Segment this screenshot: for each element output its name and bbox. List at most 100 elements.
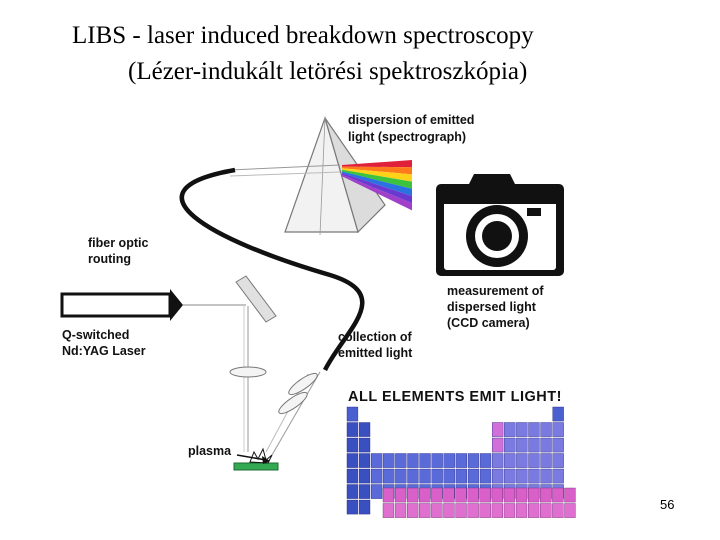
element-cell xyxy=(479,453,492,468)
element-cell xyxy=(371,453,383,468)
element-cell xyxy=(467,453,480,468)
label-fiber-line1: fiber optic xyxy=(88,236,148,250)
element-cell xyxy=(383,453,395,468)
spectrum-rays xyxy=(342,160,412,211)
element-cell xyxy=(504,422,516,437)
element-cell xyxy=(503,503,516,518)
element-cell xyxy=(492,468,504,484)
mirror-icon xyxy=(235,275,277,323)
spectrum-band xyxy=(342,171,412,196)
element-cell xyxy=(492,453,504,468)
element-cell xyxy=(564,503,576,518)
label-laser-line2: Nd:YAG Laser xyxy=(62,344,146,358)
element-cell xyxy=(358,437,371,453)
periodic-table xyxy=(346,406,576,518)
element-cell xyxy=(455,468,467,484)
element-cell xyxy=(382,487,395,503)
element-cell xyxy=(407,453,419,468)
element-cell xyxy=(431,453,443,468)
element-cell xyxy=(346,453,359,468)
element-cell xyxy=(382,503,395,518)
element-cell xyxy=(467,468,480,484)
element-cell xyxy=(503,487,516,503)
element-cell xyxy=(516,453,528,468)
slide-title-line1: LIBS - laser induced breakdown spectrosc… xyxy=(72,22,534,49)
element-cell xyxy=(383,468,395,484)
element-cell xyxy=(346,437,359,453)
spectrum-band xyxy=(342,160,412,168)
spectrum-band xyxy=(342,174,412,211)
element-cell xyxy=(443,487,455,503)
element-cell xyxy=(358,453,371,468)
element-cell xyxy=(358,484,371,499)
element-cell xyxy=(407,468,419,484)
label-collection-line1: collection of xyxy=(338,330,412,344)
label-all-elements: ALL ELEMENTS EMIT LIGHT! xyxy=(348,389,562,405)
element-cell xyxy=(371,468,383,484)
element-cell xyxy=(407,503,419,518)
element-cell xyxy=(455,503,467,518)
fiber-optic-cable xyxy=(179,167,365,372)
element-cell xyxy=(540,422,552,437)
spectrum-band xyxy=(342,166,412,175)
label-measurement-line3: (CCD camera) xyxy=(447,316,530,330)
element-cell xyxy=(346,468,359,484)
element-cell xyxy=(455,487,467,503)
element-cell xyxy=(407,487,419,503)
element-cell xyxy=(552,437,564,453)
element-cell xyxy=(552,422,564,437)
element-cell xyxy=(528,503,540,518)
plasma-icon xyxy=(249,447,273,464)
element-cell xyxy=(515,487,528,503)
element-cell xyxy=(564,487,576,503)
spectrum-band xyxy=(342,168,412,182)
element-cell xyxy=(516,468,528,484)
slide-title-line2: (Lézer-indukált letörési spektroszkópia) xyxy=(128,58,528,85)
element-cell xyxy=(552,406,564,422)
element-cell xyxy=(394,487,407,503)
element-cell xyxy=(540,437,552,453)
element-cell xyxy=(528,468,540,484)
label-measurement-line2: dispersed light xyxy=(447,300,537,314)
element-cell xyxy=(528,437,540,453)
element-cell xyxy=(492,437,504,453)
element-cell xyxy=(504,453,516,468)
element-cell xyxy=(419,503,431,518)
element-cell xyxy=(479,487,491,503)
element-cell xyxy=(467,503,479,518)
ccd-camera-icon xyxy=(436,174,564,276)
plasma-arrow xyxy=(236,454,267,461)
page-number: 56 xyxy=(660,497,675,512)
element-cell xyxy=(431,468,443,484)
laser-icon xyxy=(60,289,246,321)
element-cell xyxy=(443,503,455,518)
element-cell xyxy=(419,487,431,503)
element-cell xyxy=(419,468,431,484)
element-cell xyxy=(492,422,504,437)
element-cell xyxy=(419,453,431,468)
element-cell xyxy=(540,468,552,484)
spectrum-band xyxy=(342,173,412,204)
element-cell xyxy=(358,499,371,515)
spectrum-band xyxy=(342,169,412,189)
label-dispersion-line2: light (spectrograph) xyxy=(348,130,466,144)
element-cell xyxy=(516,422,528,437)
element-cell xyxy=(443,453,455,468)
element-cell xyxy=(552,487,564,503)
element-cell xyxy=(540,453,552,468)
element-cell xyxy=(431,487,443,503)
element-cell xyxy=(528,422,540,437)
element-cell xyxy=(491,503,503,518)
element-cell xyxy=(515,503,528,518)
element-cell xyxy=(528,453,540,468)
element-cell xyxy=(467,487,479,503)
focusing-lens-icon xyxy=(229,366,267,378)
collection-lens-icon xyxy=(265,371,321,456)
sample-target xyxy=(233,462,279,471)
element-cell xyxy=(552,468,564,484)
element-cell xyxy=(516,437,528,453)
element-cell xyxy=(552,453,564,468)
element-cell xyxy=(455,453,467,468)
element-cell xyxy=(346,422,359,437)
element-cell xyxy=(371,484,383,499)
